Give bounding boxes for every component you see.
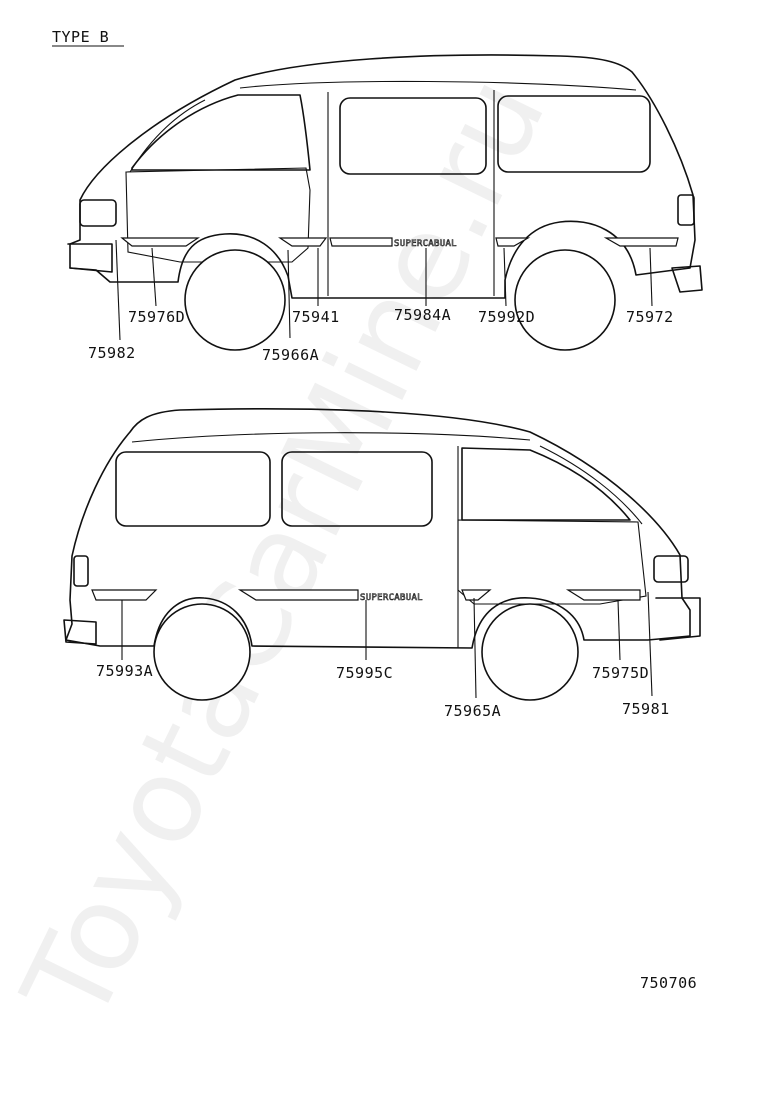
van-top-rear-wheel: [514, 249, 616, 351]
van-bottom-decal-text: SUPERCABUAL: [360, 593, 423, 603]
leader-75992D: [503, 247, 507, 307]
figure-number: 750706: [640, 974, 697, 992]
van-top-rear-bumper: [671, 265, 703, 293]
part-label-75965A: 75965A: [444, 702, 501, 720]
van-top-front-door: [125, 167, 311, 263]
van-top-taillamp: [677, 194, 695, 226]
van-bottom-stripe-pillar: [461, 589, 492, 601]
part-label-75995C: 75995C: [336, 664, 393, 682]
van-top-front-bumper: [67, 243, 113, 273]
van-bottom-taillamp: [73, 555, 89, 587]
van-top-headlamp: [79, 199, 117, 227]
van-top-middle-window: [339, 97, 487, 175]
leader-75965A: [473, 597, 477, 699]
van-bottom-middle-window: [281, 451, 433, 527]
van-top: SUPERCABUAL 75976D 75982 75966A 75941 75…: [67, 54, 703, 364]
leader-75981: [647, 591, 653, 697]
part-label-75966A: 75966A: [262, 346, 319, 364]
van-top-stripe-pillar: [278, 237, 328, 247]
van-top-decal-text: SUPERCABUAL: [394, 239, 457, 249]
van-bottom-rear-wheel: [153, 603, 251, 701]
leader-75982: [115, 239, 121, 341]
van-top-front-wheel: [184, 249, 286, 351]
van-top-stripe-rear-door: [495, 237, 531, 247]
van-bottom-rear-bumper: [63, 619, 97, 645]
van-bottom-rear-window: [115, 451, 271, 527]
part-label-75972: 75972: [626, 308, 674, 326]
watermark-text: ToyotaCarMine.ru: [0, 55, 572, 1043]
part-label-75975D: 75975D: [592, 664, 649, 682]
van-bottom-front-bumper: [655, 597, 701, 641]
van-bottom-body-outline: [65, 408, 691, 649]
part-label-75941: 75941: [292, 308, 340, 326]
part-label-75993A: 75993A: [96, 662, 153, 680]
van-bottom-a-pillar: [539, 445, 643, 525]
leader-75966A: [287, 249, 291, 339]
part-label-75981: 75981: [622, 700, 670, 718]
van-top-rear-window: [497, 95, 651, 173]
leader-75975D: [617, 599, 621, 661]
van-top-stripe-front: [120, 237, 200, 247]
part-label-75982: 75982: [88, 344, 136, 362]
van-top-front-window: [131, 94, 311, 171]
van-bottom-roof-line: [131, 432, 531, 443]
van-bottom-headlamp: [653, 555, 689, 583]
van-bottom: SUPERCABUAL 75993A 75995C 75965A 75975D …: [63, 408, 701, 720]
part-label-75992D: 75992D: [478, 308, 535, 326]
part-label-75984A: 75984A: [394, 306, 451, 324]
van-bottom-stripe-front: [565, 589, 641, 601]
van-bottom-front-wheel: [481, 603, 579, 701]
van-bottom-stripe-side: [237, 589, 359, 601]
van-bottom-front-window: [461, 447, 631, 521]
van-bottom-stripe-rear: [91, 589, 158, 601]
part-label-75976D: 75976D: [128, 308, 185, 326]
van-top-stripe-door: [329, 237, 393, 247]
van-top-a-pillar: [129, 99, 206, 173]
van-top-roof-line: [239, 80, 637, 91]
diagram-heading: TYPE B: [52, 28, 109, 46]
leader-75976D: [151, 247, 157, 307]
leader-75972: [649, 247, 653, 307]
van-top-stripe-rear: [603, 237, 679, 247]
